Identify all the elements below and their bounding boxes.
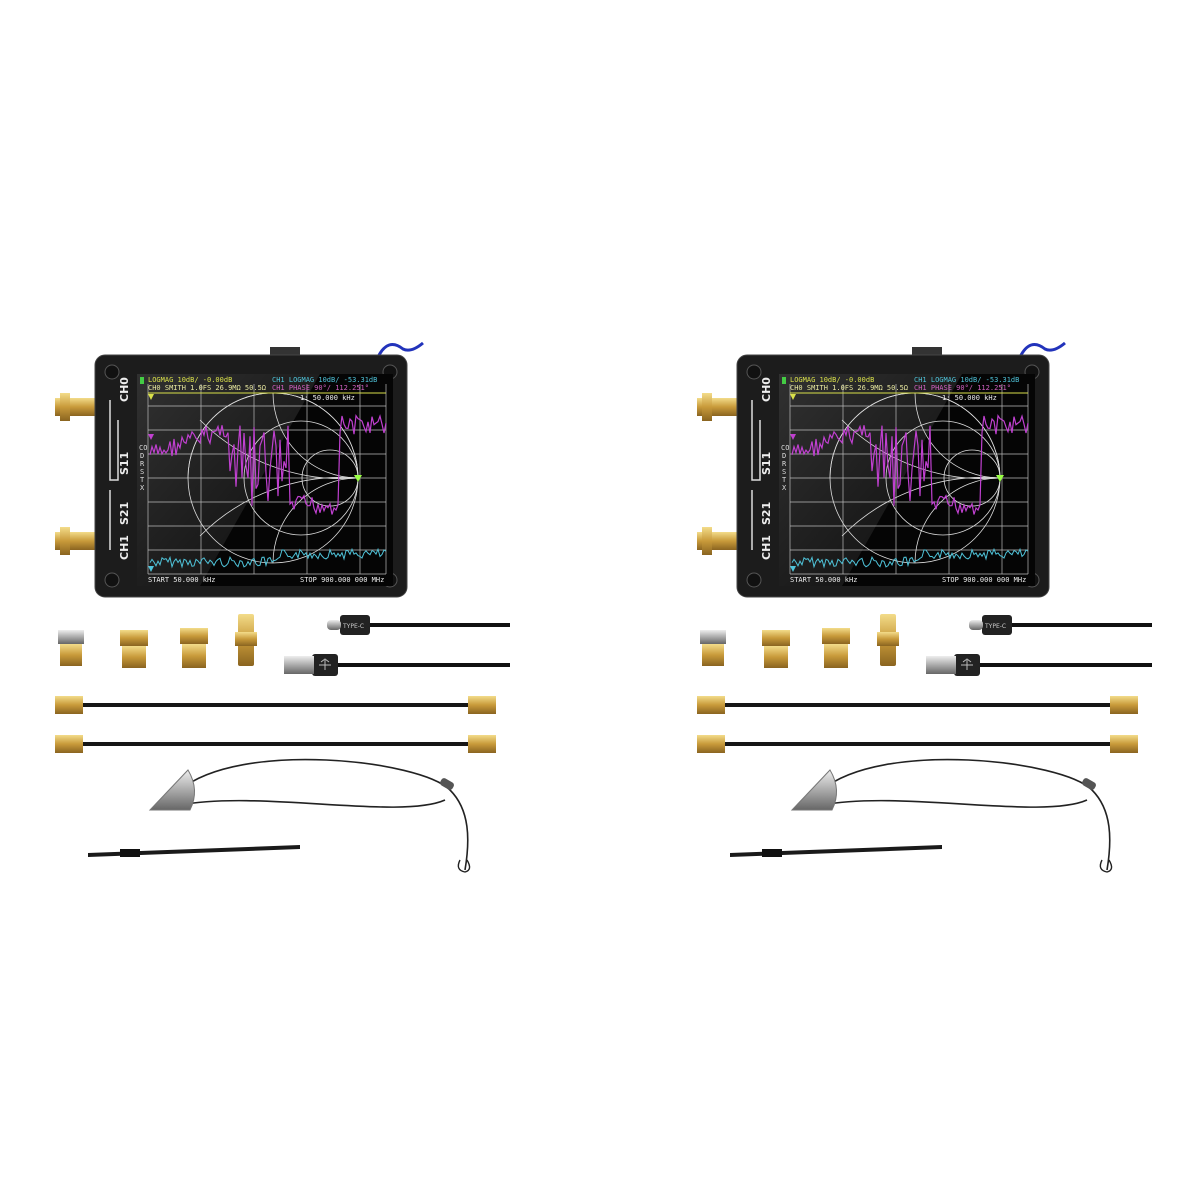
menu-letter: T: [140, 476, 145, 484]
sma-adapter-gold: [120, 630, 148, 668]
side-menu[interactable]: CO D R S T X: [139, 444, 147, 492]
sma-adapter-gold: [180, 628, 208, 668]
label-s21: S21: [118, 502, 131, 525]
marker-label: 1: 50.000 kHz: [300, 394, 355, 402]
menu-letter: CO: [139, 444, 147, 452]
menu-letter: S: [140, 468, 144, 476]
sma-port-ch0: [55, 393, 97, 421]
power-switch: [270, 347, 300, 357]
marker-icon: [148, 394, 154, 400]
label-s11: S11: [118, 452, 131, 475]
menu-letter: R: [140, 460, 145, 468]
marker-icon: [354, 475, 362, 482]
battery-icon: [140, 377, 144, 384]
trace4-label: CH1 PHASE 90°/ 112.251°: [272, 384, 369, 392]
label-ch0: CH0: [118, 377, 131, 402]
usb-a-cable: [284, 654, 510, 676]
marker-icon: [148, 434, 154, 440]
sma-female-female: [235, 614, 257, 666]
trace3-label: CH0 SMITH 1.0FS 26.9MΩ 50.5Ω: [148, 384, 266, 392]
screw-icon: [104, 572, 120, 588]
sma-cable: [55, 696, 496, 714]
menu-letter: D: [140, 452, 144, 460]
phase-trace: [149, 413, 387, 516]
lanyard-stylus: [148, 758, 471, 873]
usb-c-label: TYPE-C: [342, 623, 364, 630]
sma-port-ch1: [55, 527, 97, 555]
trace2-label: CH1 LOGMAG 10dB/ -53.31dB: [272, 376, 377, 384]
menu-letter: X: [140, 484, 145, 492]
sma-adapter-silver: [58, 630, 84, 666]
sma-cable: [55, 735, 496, 753]
label-ch1: CH1: [118, 535, 131, 560]
strap-loop: [376, 341, 424, 358]
stop-frequency: STOP 900.000 000 MHz: [300, 576, 384, 584]
usb-c-cable: TYPE-C: [327, 615, 510, 635]
marker-icon: [148, 566, 154, 572]
screw-icon: [104, 364, 120, 380]
usb-icon: [319, 658, 331, 670]
kit-left: CH0 S11 S21 CH1: [55, 341, 510, 873]
nanovna-device: CH0 S11 S21 CH1: [55, 341, 424, 598]
ch1-logmag-trace: [149, 547, 387, 569]
kit-right: [695, 341, 1154, 874]
trace1-label: LOGMAG 10dB/ -0.00dB: [148, 376, 232, 384]
lcd-screen[interactable]: LOGMAG 10dB/ -0.00dB CH1 LOGMAG 10dB/ -5…: [137, 374, 393, 586]
stylus-pen: [88, 845, 300, 857]
start-frequency: START 50.000 kHz: [148, 576, 215, 584]
screen-glare: [137, 374, 320, 586]
